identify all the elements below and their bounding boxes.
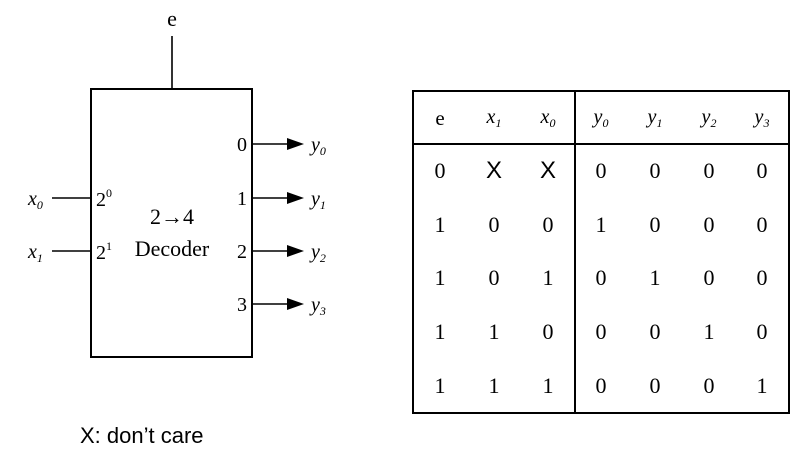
output-y1-arrowhead: [287, 192, 304, 204]
cell-r0-x0: X: [540, 157, 556, 184]
cell-r2-y3: 0: [757, 265, 768, 290]
cell-r0-y3: 0: [757, 158, 768, 183]
output-y0-arrowhead: [287, 138, 304, 150]
output-index-0: 0: [237, 134, 247, 156]
truth-table-border: [412, 90, 790, 414]
output-index-2: 2: [237, 241, 247, 263]
cell-r0-y2: 0: [704, 158, 715, 183]
cell-r0-y1: 0: [650, 158, 661, 183]
cell-r2-y1: 1: [650, 265, 661, 290]
input-x0-label: x0: [27, 188, 43, 212]
cell-r3-x0: 0: [543, 319, 554, 344]
output-y2-arrowhead: [287, 245, 304, 257]
output-y2-label: y2: [309, 241, 326, 265]
input-port-2-0: 20: [96, 186, 112, 211]
cell-r1-x0: 0: [543, 212, 554, 237]
header-e: e: [435, 106, 444, 130]
cell-r0-y0: 0: [596, 158, 607, 183]
cell-r4-x1: 1: [489, 373, 500, 398]
input-port-2-1: 21: [96, 239, 112, 264]
truth-table-body: 0 X X 0 0 0 0 1 0 0 1 0 0 0 1 0 1 0 1 0 0 1 1 0 0 0 1 0 1 1 1 0 0 0 1: [435, 157, 768, 398]
enable-label: e: [167, 6, 177, 31]
cell-r2-e: 1: [435, 265, 446, 290]
cell-r3-y3: 0: [757, 319, 768, 344]
header-y3: y3: [753, 106, 770, 130]
decoder-title-line2: Decoder: [135, 236, 210, 261]
input-x1-label: x1: [27, 241, 43, 265]
cell-r4-y1: 0: [650, 373, 661, 398]
output-y3-label: y3: [309, 294, 326, 318]
cell-r1-y0: 1: [596, 212, 607, 237]
cell-r3-x1: 1: [489, 319, 500, 344]
decoder-box: [90, 88, 253, 358]
cell-r1-y3: 0: [757, 212, 768, 237]
cell-r4-y0: 0: [596, 373, 607, 398]
cell-r1-e: 1: [435, 212, 446, 237]
header-y0: y0: [592, 106, 609, 130]
header-x0: x0: [540, 106, 556, 130]
header-y2: y2: [700, 106, 717, 130]
cell-r4-e: 1: [435, 373, 446, 398]
cell-r1-y2: 0: [704, 212, 715, 237]
decoder-title-line1: 2→4: [150, 204, 194, 229]
cell-r2-x1: 0: [489, 265, 500, 290]
cell-r0-e: 0: [435, 158, 446, 183]
output-index-1: 1: [237, 188, 247, 210]
cell-r1-x1: 0: [489, 212, 500, 237]
header-y1: y1: [646, 106, 663, 130]
cell-r3-e: 1: [435, 319, 446, 344]
header-x1: x1: [486, 106, 502, 130]
cell-r0-x1: X: [486, 157, 502, 184]
cell-r2-x0: 1: [543, 265, 554, 290]
cell-r3-y1: 0: [650, 319, 661, 344]
output-y3-arrowhead: [287, 298, 304, 310]
cell-r3-y2: 1: [704, 319, 715, 344]
cell-r2-y2: 0: [704, 265, 715, 290]
dont-care-note: X: don’t care: [80, 423, 204, 448]
cell-r2-y0: 0: [596, 265, 607, 290]
cell-r3-y0: 0: [596, 319, 607, 344]
cell-r1-y1: 0: [650, 212, 661, 237]
output-y0-label: y0: [309, 134, 326, 158]
output-index-3: 3: [237, 294, 247, 316]
cell-r4-y2: 0: [704, 373, 715, 398]
cell-r4-y3: 1: [757, 373, 768, 398]
cell-r4-x0: 1: [543, 373, 554, 398]
output-y1-label: y1: [309, 188, 326, 212]
